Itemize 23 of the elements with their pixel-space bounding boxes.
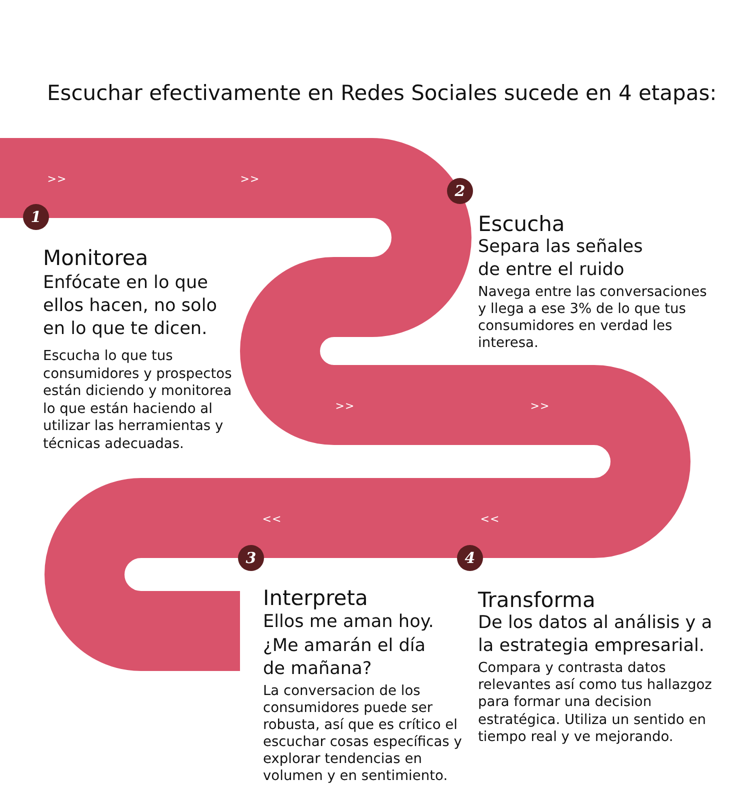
direction-chevron: >> (240, 172, 260, 186)
step-title: Monitorea (43, 246, 150, 270)
direction-chevron: << (480, 512, 500, 526)
step-marker: 3 (238, 545, 264, 571)
title: Escuchar efectivamente en Redes Sociales sucede en 4 etapas: (47, 80, 717, 106)
direction-chevron: >> (530, 400, 550, 412)
step-subtitle: De los datos al análisis y a la estrategia empresarial. (478, 612, 714, 658)
step-title: Escucha (478, 212, 566, 236)
step-marker: 1 (23, 204, 49, 230)
step-subtitle: Enfócate en lo que ellos hacen, no solo en lo que te dicen. (43, 272, 218, 341)
step-subtitle: Separa las señales de entre el ruido (478, 236, 644, 282)
direction-chevron: >> (47, 172, 67, 186)
direction-chevron: >> (335, 400, 355, 412)
step-description: Navega entre las conversaciones y llega a ese 3% de lo que tus consumidores en verdad les interesa. (478, 284, 708, 352)
direction-chevron: << (262, 512, 282, 526)
step-description: Compara y contrasta datos relevantes así como tus hallazgoz para formar una decision estratégica. Utiliza un sentido en tiempo real y ve mejorando. (478, 660, 713, 746)
step-title: Interpreta (263, 586, 369, 610)
step-marker: 4 (457, 545, 483, 571)
step-marker: 2 (447, 178, 473, 204)
step-description: La conversacion de los consumidores puede ser robusta, así que es crítico el escuchar cosas específicas y explorar tendencias en volumen y en sentimiento. (263, 682, 463, 784)
step-subtitle: Ellos me aman hoy. ¿Me amarán el día de mañana? (263, 611, 435, 681)
step-title: Transforma (478, 588, 596, 612)
step-description: Escucha lo que tus consumidores y prospectos están diciendo y monitorea lo que están haciendo al utilizar las herramientas y técnicas adecuadas. (43, 348, 233, 454)
